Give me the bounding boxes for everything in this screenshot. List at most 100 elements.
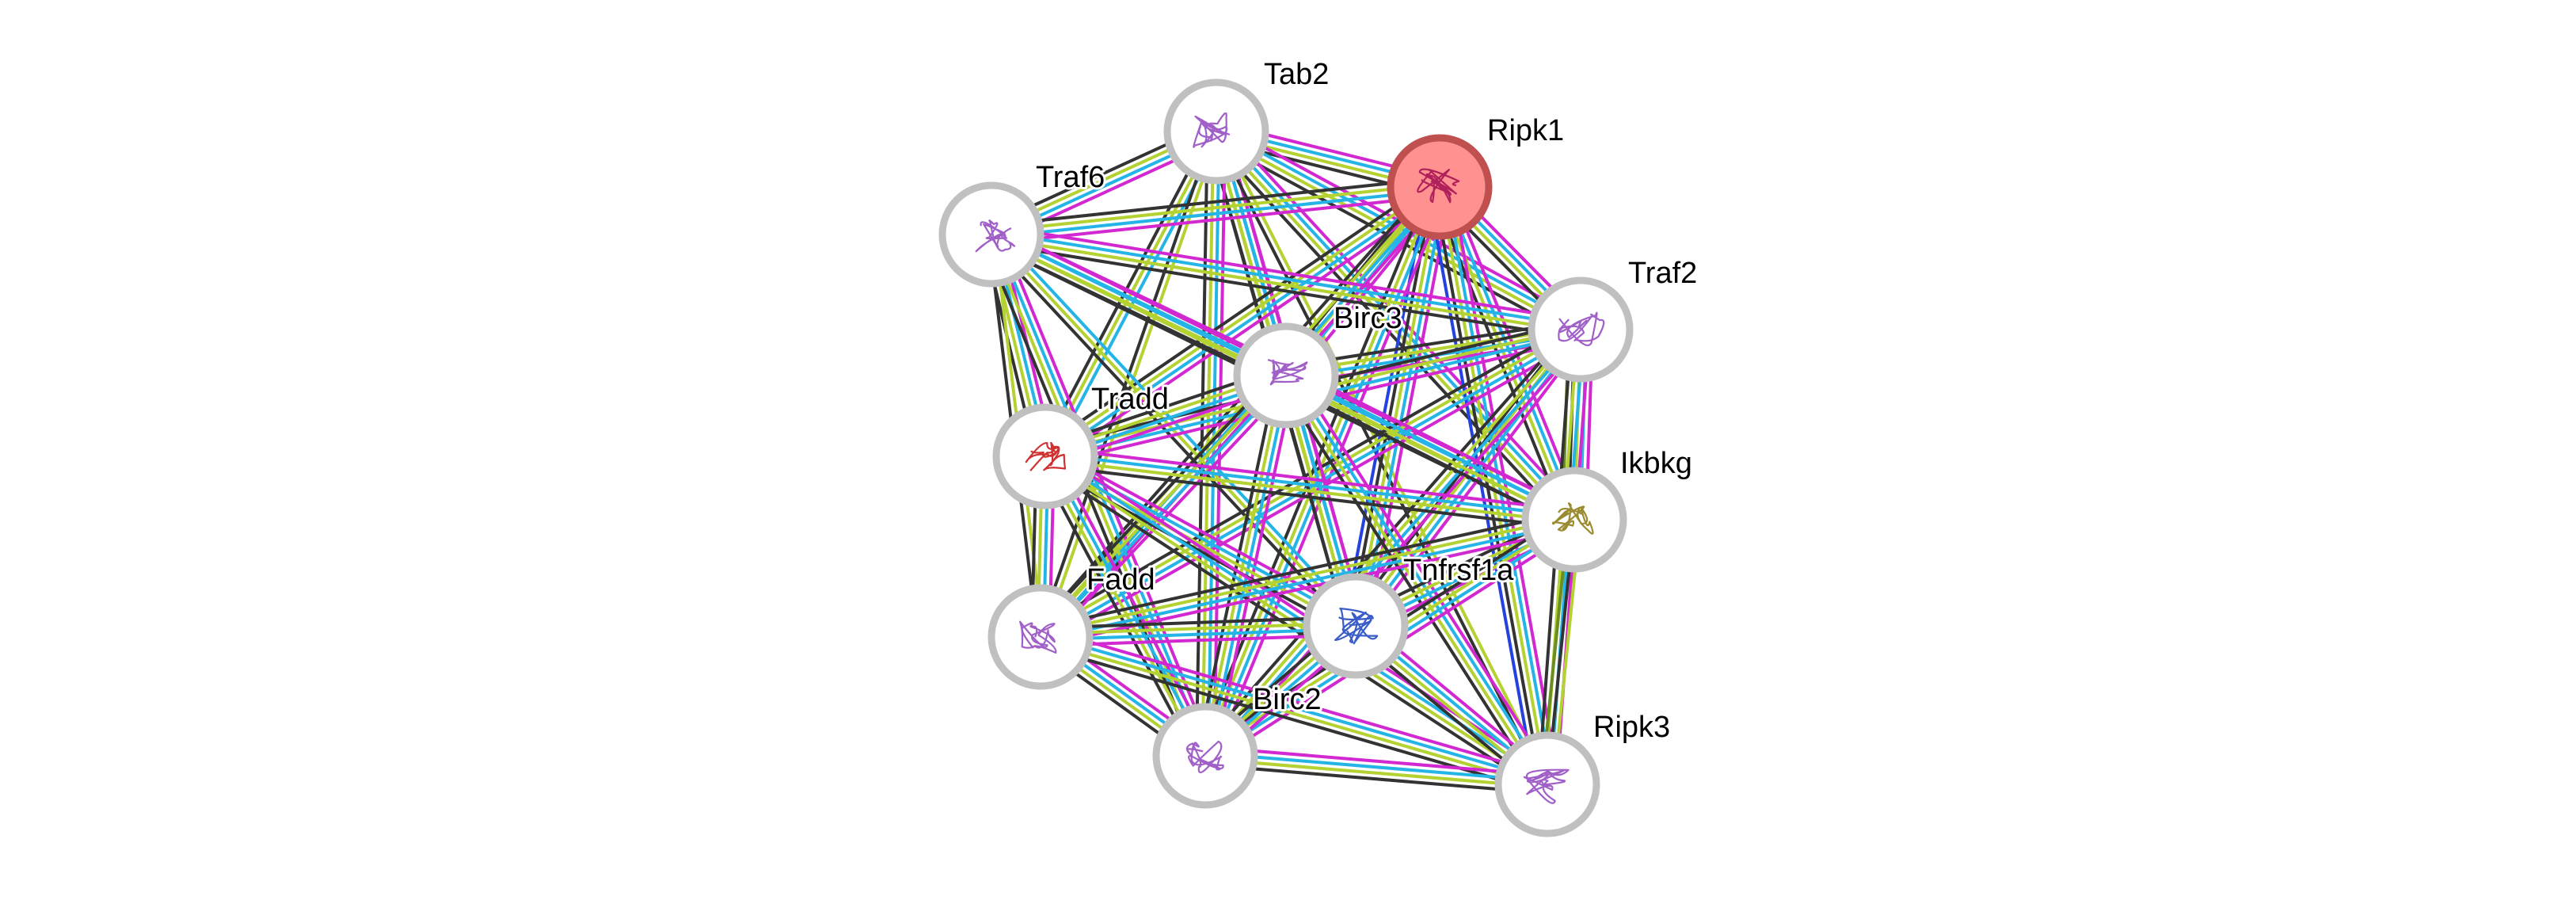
evidence-line-coexpression	[1037, 509, 1574, 630]
evidence-line-coexpression	[988, 176, 1440, 227]
label-layer: Tab2Ripk1Traf6Traf2Birc3TraddIkbkgTnfrsf…	[1033, 55, 1699, 746]
node-traf6[interactable]	[938, 181, 1044, 288]
evidence-line-coexpression	[981, 236, 1199, 761]
evidence-line-textmining	[1354, 185, 1441, 627]
evidence-line-experiments	[1048, 447, 1362, 620]
evidence-line-textmining	[1043, 457, 1576, 524]
evidence-line-databases	[1046, 453, 1210, 757]
evidence-line-experiments	[1365, 187, 1453, 630]
evidence-line-coexpression	[1038, 462, 1544, 794]
evidence-line-databases	[994, 228, 1362, 624]
edge-tradd-ikbkg[interactable]	[1042, 445, 1577, 531]
node-tradd[interactable]	[992, 403, 1098, 509]
evidence-line-coexpression	[985, 237, 1353, 632]
evidence-line-textmining	[1041, 182, 1440, 456]
edge-ikbkg-fadd[interactable]	[1037, 509, 1578, 647]
node-birc2[interactable]	[1152, 703, 1258, 809]
evidence-line-databases	[1040, 632, 1550, 784]
protein-structure-icon	[1334, 608, 1379, 645]
edge-birc2-ripk3[interactable]	[1203, 745, 1550, 795]
node-circle	[1521, 467, 1627, 573]
node-tab2[interactable]	[1163, 78, 1269, 185]
node-fadd[interactable]	[987, 584, 1094, 690]
node-tnfrsf1a[interactable]	[1303, 573, 1409, 679]
protein-structure-icon	[1267, 359, 1308, 386]
protein-structure-icon	[1025, 441, 1067, 471]
protein-structure-icon	[1417, 168, 1460, 204]
evidence-line-coexpression	[1277, 379, 1542, 791]
node-label-fadd: Fadd	[1086, 563, 1155, 597]
node-label-tab2: Tab2	[1264, 58, 1329, 91]
evidence-line-textmining	[1435, 186, 1573, 523]
node-label-traf2: Traf2	[1628, 257, 1697, 290]
evidence-line-textmining	[989, 235, 1582, 334]
evidence-line-textmining	[1041, 457, 1547, 789]
evidence-line-coexpression	[1038, 615, 1357, 630]
evidence-line-databases	[1041, 376, 1290, 641]
protein-structure-icon	[1558, 311, 1605, 346]
evidence-line-textmining	[1281, 376, 1547, 788]
evidence-line-textmining	[1037, 325, 1581, 636]
evidence-line-coexpression	[1036, 128, 1216, 638]
evidence-line-databases	[1204, 751, 1550, 784]
node-label-tnfrsf1a: Tnfrsf1a	[1403, 554, 1514, 587]
evidence-line-experiments	[1044, 445, 1577, 513]
protein-structure-icon	[975, 219, 1016, 253]
evidence-line-textmining	[1217, 128, 1552, 785]
evidence-line-textmining	[1038, 638, 1548, 789]
evidence-line-databases	[1039, 521, 1577, 642]
edge-birc3-ripk3[interactable]	[1277, 368, 1557, 791]
evidence-line-experiments	[991, 223, 1584, 322]
evidence-line-databases	[1206, 130, 1221, 758]
protein-structure-icon	[1185, 740, 1224, 773]
evidence-line-coexpression	[1042, 463, 1575, 531]
evidence-line-textmining	[1201, 326, 1581, 756]
evidence-line-databases	[1044, 452, 1577, 519]
node-ripk1[interactable]	[1387, 134, 1493, 240]
node-layer	[938, 78, 1634, 837]
evidence-line-gene-fusion	[1426, 187, 1538, 788]
node-ripk3[interactable]	[1494, 731, 1600, 837]
node-label-birc2: Birc2	[1253, 683, 1322, 716]
evidence-line-databases	[1045, 188, 1444, 461]
evidence-line-textmining	[1212, 132, 1574, 524]
evidence-line-experiments	[1048, 193, 1447, 466]
node-label-birc3: Birc3	[1334, 302, 1402, 335]
evidence-line-databases	[1287, 372, 1552, 784]
node-label-traf6: Traf6	[1036, 161, 1105, 194]
node-label-tradd: Tradd	[1091, 383, 1169, 416]
evidence-line-textmining	[1200, 184, 1439, 757]
protein-structure-icon	[1019, 620, 1057, 654]
node-label-ripk3: Ripk3	[1593, 711, 1670, 744]
evidence-line-experiments	[1288, 365, 1580, 513]
evidence-line-experiments	[1204, 745, 1550, 777]
evidence-line-textmining	[1041, 456, 1204, 759]
evidence-line-experiments	[1051, 450, 1215, 753]
evidence-line-experiments	[1361, 333, 1589, 633]
protein-structure-icon	[1523, 768, 1570, 804]
node-circle	[1152, 703, 1258, 809]
protein-structure-icon	[1193, 112, 1231, 148]
evidence-line-coexpression	[1203, 763, 1549, 795]
node-birc3[interactable]	[1233, 322, 1339, 429]
evidence-line-coexpression	[1038, 177, 1436, 451]
evidence-line-coexpression	[1032, 368, 1281, 633]
evidence-line-textmining	[1037, 372, 1286, 637]
edge-ripk1-traf6[interactable]	[988, 176, 1443, 246]
evidence-line-experiments	[1292, 368, 1557, 781]
evidence-line-textmining	[1438, 185, 1549, 786]
evidence-line-databases	[992, 231, 1210, 757]
evidence-line-textmining	[1203, 757, 1549, 789]
node-label-ikbkg: Ikbkg	[1620, 447, 1692, 480]
evidence-line-databases	[1440, 184, 1579, 521]
node-ikbkg[interactable]	[1521, 467, 1627, 573]
evidence-line-textmining	[989, 182, 1441, 234]
node-traf2[interactable]	[1528, 276, 1634, 383]
edge-ripk1-tradd[interactable]	[1038, 177, 1447, 466]
edge-traf6-traf2[interactable]	[988, 223, 1584, 341]
evidence-line-textmining	[1283, 376, 1575, 524]
evidence-line-textmining	[1038, 515, 1576, 636]
evidence-line-databases	[1285, 371, 1577, 519]
evidence-line-databases	[990, 230, 1583, 329]
